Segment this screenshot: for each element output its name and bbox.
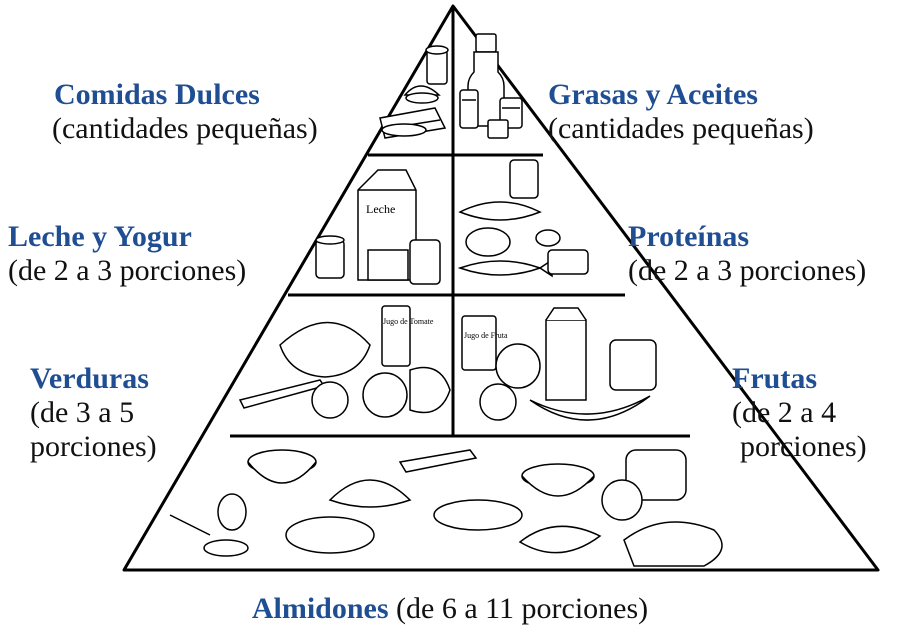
can-icon bbox=[547, 249, 589, 275]
ham-icon bbox=[465, 227, 511, 257]
sweets-detail: (cantidades pequeñas) bbox=[52, 112, 318, 145]
starches-detail: (de 6 a 11 porciones) bbox=[396, 592, 649, 625]
protein-detail: (de 2 a 3 porciones) bbox=[628, 254, 867, 287]
apple-icon bbox=[495, 343, 541, 389]
tortilla-plate-icon bbox=[433, 499, 523, 531]
jar-icon bbox=[509, 159, 539, 199]
bean-bowl-icon bbox=[203, 539, 249, 557]
orange-icon bbox=[479, 383, 517, 421]
fats-title: Grasas y Aceites bbox=[548, 78, 758, 111]
canned-fruit-icon bbox=[609, 339, 657, 391]
fruits-label: Frutas (de 2 a 4 porciones) bbox=[732, 362, 867, 464]
fruits-title: Frutas bbox=[732, 362, 817, 395]
meat-icon bbox=[458, 201, 542, 221]
muffin-icon bbox=[601, 479, 643, 521]
jam-jar-icon bbox=[426, 49, 448, 85]
dairy-detail: (de 2 a 3 porciones) bbox=[8, 254, 247, 287]
fats-detail: (cantidades pequeñas) bbox=[548, 112, 814, 145]
sweets-label: Comidas Dulces (cantidades pequeñas) bbox=[52, 78, 318, 146]
dairy-label: Leche y Yogur (de 2 a 3 porciones) bbox=[8, 220, 246, 288]
protein-illustration bbox=[457, 159, 589, 278]
tomato-juice-text: Jugo de Tomate bbox=[383, 317, 434, 326]
yogurt-cup-icon bbox=[315, 239, 345, 279]
starches-label: Almidones (de 6 a 11 porciones) bbox=[0, 592, 900, 626]
pinecone-icon bbox=[217, 493, 247, 531]
glass-icon bbox=[409, 239, 441, 285]
fruits-detail-line-1: (de 2 a 4 bbox=[732, 396, 837, 429]
dairy-title: Leche y Yogur bbox=[8, 220, 192, 253]
dairy-illustration bbox=[315, 169, 441, 285]
pyramid-outline bbox=[122, 4, 880, 572]
vegetables-label: Verduras (de 3 a 5 porciones) bbox=[30, 362, 157, 464]
protein-title: Proteínas bbox=[628, 220, 750, 253]
fish-icon bbox=[457, 258, 553, 278]
plate-icon bbox=[381, 123, 427, 137]
potato-icon bbox=[311, 381, 349, 419]
sweets-illustration bbox=[379, 45, 449, 139]
fruit-juice-text: Jugo de Fruta bbox=[464, 331, 508, 340]
milk-carton-text: Leche bbox=[366, 202, 395, 216]
cupcake-icon bbox=[403, 85, 441, 96]
bagel-icon bbox=[623, 521, 723, 567]
vegetables-illustration bbox=[238, 305, 451, 419]
egg-icon bbox=[535, 229, 561, 247]
corn-icon bbox=[398, 449, 478, 473]
starches-title: Almidones bbox=[251, 592, 397, 625]
bread-roll-icon bbox=[328, 479, 412, 508]
juice-can-icon bbox=[461, 315, 497, 371]
sweets-title: Comidas Dulces bbox=[54, 78, 260, 111]
broccoli-icon bbox=[409, 366, 451, 414]
starches-illustration bbox=[169, 449, 723, 567]
vegetables-title: Verduras bbox=[30, 362, 149, 395]
juice-can-icon bbox=[381, 305, 411, 367]
pasta-plate-icon bbox=[285, 516, 375, 554]
vegetables-detail-line-1: (de 3 a 5 bbox=[30, 396, 135, 429]
fruits-detail-line-2: porciones) bbox=[740, 430, 867, 463]
bottle-cap-icon bbox=[475, 33, 497, 53]
salad-bowl-icon bbox=[279, 321, 371, 378]
bread-slice-icon bbox=[625, 449, 687, 501]
banana-icon bbox=[529, 395, 651, 421]
fats-illustration bbox=[459, 33, 523, 139]
protein-label: Proteínas (de 2 a 3 porciones) bbox=[628, 220, 866, 288]
shaker-icon bbox=[459, 89, 479, 129]
fruits-illustration bbox=[461, 307, 657, 421]
carrot-icon bbox=[238, 379, 326, 409]
vegetables-detail-line-2: porciones) bbox=[30, 430, 157, 463]
tomato-icon bbox=[362, 372, 408, 418]
sweet-potato-icon bbox=[518, 525, 602, 554]
fruit-box-icon bbox=[545, 319, 587, 401]
fats-label: Grasas y Aceites (cantidades pequeñas) bbox=[548, 78, 814, 146]
